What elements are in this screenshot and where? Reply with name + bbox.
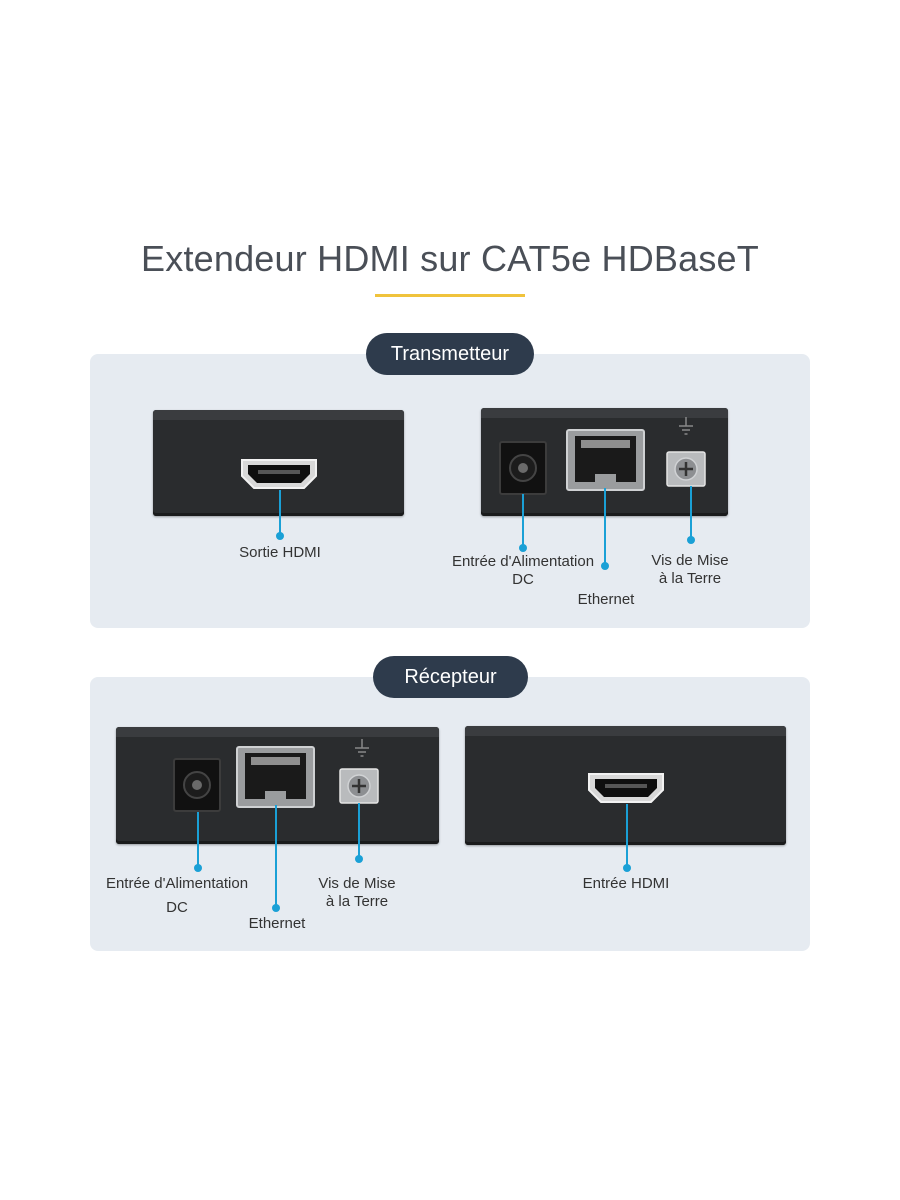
leader-line	[355, 803, 363, 863]
power-input-label-line2: DC	[166, 899, 188, 916]
device-edge	[465, 726, 786, 736]
ground-screw-label-line1: Vis de Mise	[318, 875, 396, 892]
ground-symbol-icon	[355, 739, 369, 757]
receiver-heading: Récepteur	[373, 656, 528, 698]
leader-line	[194, 812, 202, 872]
page-title: Extendeur HDMI sur CAT5e HDBaseT	[141, 238, 759, 279]
dc-power-jack-icon	[173, 758, 221, 812]
hdmi-output-label: Sortie HDMI	[239, 544, 321, 561]
title-underline	[375, 294, 525, 297]
ground-screw-label: Vis de Mise à la Terre	[640, 552, 740, 588]
ground-screw-label-line1: Vis de Mise	[651, 552, 729, 569]
power-input-label: Entrée d'Alimentation DC	[418, 553, 628, 589]
dc-power-jack-icon	[499, 441, 547, 495]
hdmi-input-label: Entrée HDMI	[582, 875, 670, 892]
leader-line	[601, 488, 609, 570]
power-input-label: Entrée d'Alimentation DC	[72, 875, 282, 917]
ground-symbol-icon	[679, 417, 693, 435]
leader-line	[519, 494, 527, 552]
ground-screw-label: Vis de Mise à la Terre	[307, 875, 407, 911]
power-input-label-line2: DC	[512, 571, 534, 588]
power-input-label-line1: Entrée d'Alimentation	[451, 553, 595, 570]
power-input-label-line1: Entrée d'Alimentation	[105, 875, 249, 892]
hdmi-port-icon	[588, 773, 664, 803]
ground-screw-label-line2: à la Terre	[658, 570, 722, 587]
ethernet-port-icon	[236, 746, 315, 808]
ground-screw-label-line2: à la Terre	[325, 893, 389, 910]
ethernet-label: Ethernet	[577, 591, 635, 608]
leader-line	[623, 804, 631, 872]
leader-line	[687, 486, 695, 544]
ethernet-label: Ethernet	[248, 915, 306, 932]
leader-line	[276, 490, 284, 540]
ground-screw-icon	[666, 451, 706, 487]
ground-screw-icon	[339, 768, 379, 804]
transmitter-heading: Transmetteur	[366, 333, 534, 375]
leader-line	[272, 805, 280, 912]
hdmi-port-icon	[241, 459, 317, 489]
ethernet-port-icon	[566, 429, 645, 491]
device-edge	[481, 408, 728, 418]
device-edge	[116, 727, 439, 737]
device-edge	[153, 410, 404, 420]
